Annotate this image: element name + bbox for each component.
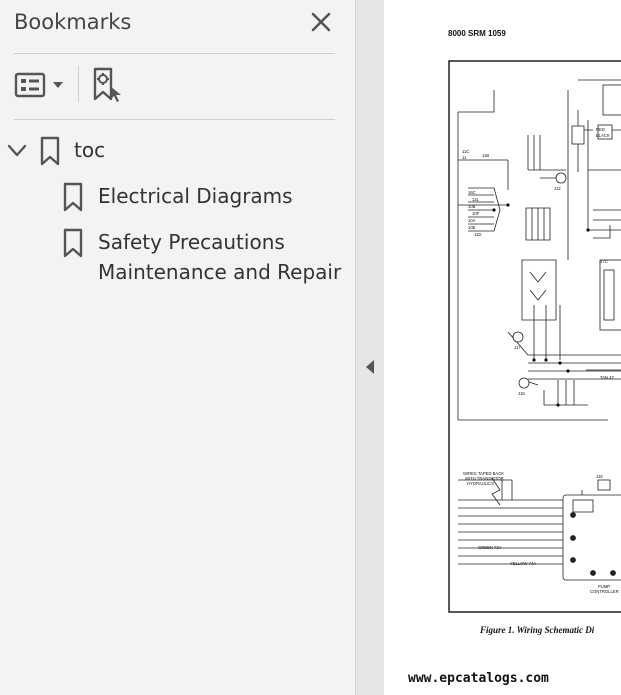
bookmark-item-safety-precautions[interactable]: Safety Precautions Maintenance and Repai… (62, 226, 352, 290)
schematic-label: 10A (468, 218, 476, 223)
bookmark-label: Electrical Diagrams (98, 184, 293, 208)
schematic-label: WITH TRANSISTOR (465, 476, 504, 481)
schematic-label: 11 (462, 155, 467, 160)
panel-splitter[interactable] (356, 0, 384, 695)
bookmark-label: Safety Precautions Maintenance and Repai… (98, 230, 342, 284)
collapse-left-icon[interactable] (365, 359, 375, 375)
schematic-label: J15 (596, 474, 603, 479)
schematic-label: 11B (482, 153, 489, 158)
bookmark-icon (40, 136, 60, 166)
schematic-label: 10B (468, 204, 476, 209)
schematic-label: J17 (514, 345, 521, 350)
document-page: 8000 SRM 1059 (384, 0, 621, 695)
schematic-label: HYDRAULICS (467, 481, 494, 486)
bookmark-item-electrical-diagrams[interactable]: Electrical Diagrams (62, 180, 342, 214)
list-view-icon (14, 72, 46, 98)
schematic-label: GREEN 73A (478, 545, 502, 550)
schematic-label: 10F (472, 211, 480, 216)
bookmark-item-toc[interactable]: toc (6, 134, 336, 168)
schematic-label: 16C (468, 190, 476, 195)
schematic-label: 12L (472, 197, 480, 202)
schematic-label: TAN 47 (600, 375, 615, 380)
watermark-text: www.epcatalogs.com (408, 671, 549, 686)
schematic-label: CONTROLLER (590, 589, 619, 594)
close-icon (311, 12, 331, 32)
bookmark-icon (63, 228, 83, 258)
bookmark-view-options-button[interactable] (14, 68, 66, 102)
close-panel-button[interactable] (307, 8, 335, 36)
add-bookmark-button[interactable] (90, 66, 128, 104)
page-header: 8000 SRM 1059 (448, 29, 506, 38)
divider (14, 53, 335, 54)
panel-title: Bookmarks (14, 10, 132, 34)
add-bookmark-icon (93, 67, 121, 102)
bookmark-icon (63, 182, 83, 212)
schematic-label: 47C (600, 259, 608, 264)
schematic-label: 10E (468, 225, 476, 230)
figure-caption: Figure 1. Wiring Schematic Di (480, 625, 595, 635)
schematic-label: BLACK (596, 133, 610, 138)
schematic-label: 11C (462, 149, 469, 154)
wiring-schematic: 11C 11 11B RED BLACK 16C 12L 10B 10F 10A… (448, 60, 621, 613)
bookmark-label: toc (74, 138, 106, 162)
schematic-label: RED (596, 127, 605, 132)
schematic-label: 11D (474, 232, 481, 237)
panel-header: Bookmarks (14, 8, 335, 40)
toolbar-separator (78, 66, 79, 102)
chevron-down-icon[interactable] (6, 142, 28, 160)
bookmarks-panel: Bookmarks (0, 0, 356, 695)
divider (14, 119, 335, 120)
dropdown-caret-icon (53, 82, 63, 88)
schematic-label: J12 (554, 186, 561, 191)
schematic-label: YELLOW 74A (510, 561, 536, 566)
schematic-label: J16 (518, 391, 525, 396)
schematic-label: WIRES TAPED BACK (463, 471, 504, 476)
schematic-label: PUMP (598, 584, 610, 589)
